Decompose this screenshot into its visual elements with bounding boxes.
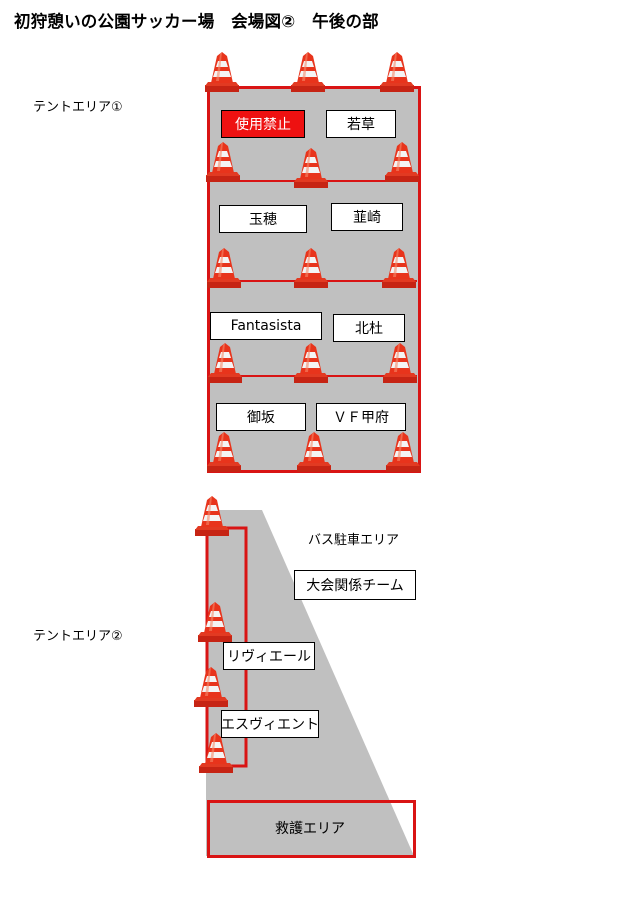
rescue-area-label: 救護エリア bbox=[275, 821, 345, 837]
traffic-cone-icon bbox=[207, 248, 241, 288]
traffic-cone-icon bbox=[198, 602, 232, 642]
traffic-cone-icon bbox=[294, 248, 328, 288]
traffic-cone-icon bbox=[194, 667, 228, 707]
team-box-esviento: エスヴィエント bbox=[221, 710, 319, 738]
traffic-cone-icon bbox=[386, 432, 420, 472]
banned-slot: 使用禁止 bbox=[221, 110, 305, 138]
parking-area-shape bbox=[206, 510, 414, 856]
traffic-cone-icon bbox=[380, 52, 414, 92]
traffic-cone-icon bbox=[195, 496, 229, 536]
traffic-cone-icon bbox=[199, 733, 233, 773]
team-box-fantasista: Fantasista bbox=[210, 312, 322, 340]
bus-parking-label: バス駐車エリア bbox=[308, 533, 400, 548]
team-box-wakakusa: 若草 bbox=[326, 110, 396, 138]
team-box-misaka: 御坂 bbox=[216, 403, 306, 431]
rescue-area-boundary bbox=[207, 800, 416, 858]
traffic-cone-icon bbox=[207, 432, 241, 472]
traffic-cone-icon bbox=[385, 142, 419, 182]
traffic-cone-icon bbox=[382, 248, 416, 288]
traffic-cone-icon bbox=[294, 343, 328, 383]
traffic-cone-icon bbox=[294, 148, 328, 188]
team-box-hokuto: 北杜 bbox=[333, 314, 405, 342]
page-title: 初狩憩いの公園サッカー場 会場図② 午後の部 bbox=[14, 12, 379, 31]
traffic-cone-icon bbox=[291, 52, 325, 92]
traffic-cone-icon bbox=[297, 432, 331, 472]
traffic-cone-icon bbox=[383, 343, 417, 383]
team-box-nirasaki: 韮崎 bbox=[331, 203, 403, 231]
traffic-cone-icon bbox=[208, 343, 242, 383]
traffic-cone-icon bbox=[205, 52, 239, 92]
team-box-riviere: リヴィエール bbox=[223, 642, 315, 670]
tent-area-2-label: テントエリア② bbox=[33, 629, 123, 644]
team-box-tamaho: 玉穂 bbox=[219, 205, 307, 233]
traffic-cone-icon bbox=[206, 142, 240, 182]
team-box-vf-kofu: ＶＦ甲府 bbox=[316, 403, 406, 431]
tent-area-1-label: テントエリア① bbox=[33, 100, 123, 115]
officials-box: 大会関係チーム bbox=[294, 570, 416, 600]
